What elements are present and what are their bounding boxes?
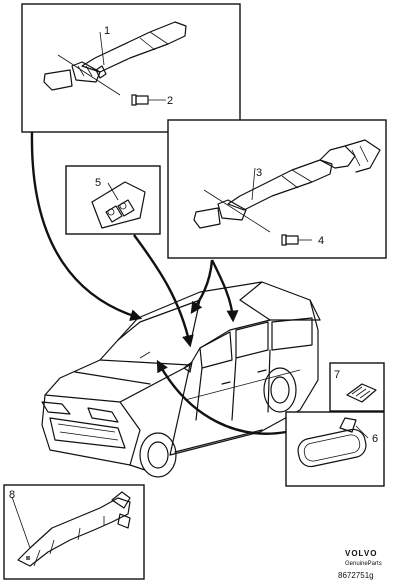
callout-1: 1 — [104, 25, 110, 37]
detail-box-bracket — [65, 165, 161, 235]
callout-4: 4 — [318, 235, 324, 247]
detail-box-clip — [329, 362, 385, 412]
car-illustration — [41, 281, 321, 478]
callout-7: 7 — [334, 369, 340, 381]
detail-box-mirror — [285, 411, 385, 487]
callout-2: 2 — [167, 95, 173, 107]
detail-box-strip — [3, 484, 145, 580]
callout-3: 3 — [256, 167, 262, 179]
detail-box-front-handle — [21, 3, 241, 133]
drawing-code: 8672751g — [338, 571, 374, 580]
callout-8: 8 — [9, 489, 15, 501]
callout-6: 6 — [372, 433, 378, 445]
brand-tagline: GenuineParts — [345, 561, 382, 567]
footer-branding: VOLVO GenuineParts 8672751g — [338, 549, 382, 580]
detail-box-rear-handle — [167, 119, 387, 259]
brand-logo-text: VOLVO — [345, 549, 377, 558]
reference-arrows — [30, 131, 287, 435]
callout-labels: 1 2 3 4 5 6 7 8 — [9, 25, 378, 501]
callout-5: 5 — [95, 177, 101, 189]
